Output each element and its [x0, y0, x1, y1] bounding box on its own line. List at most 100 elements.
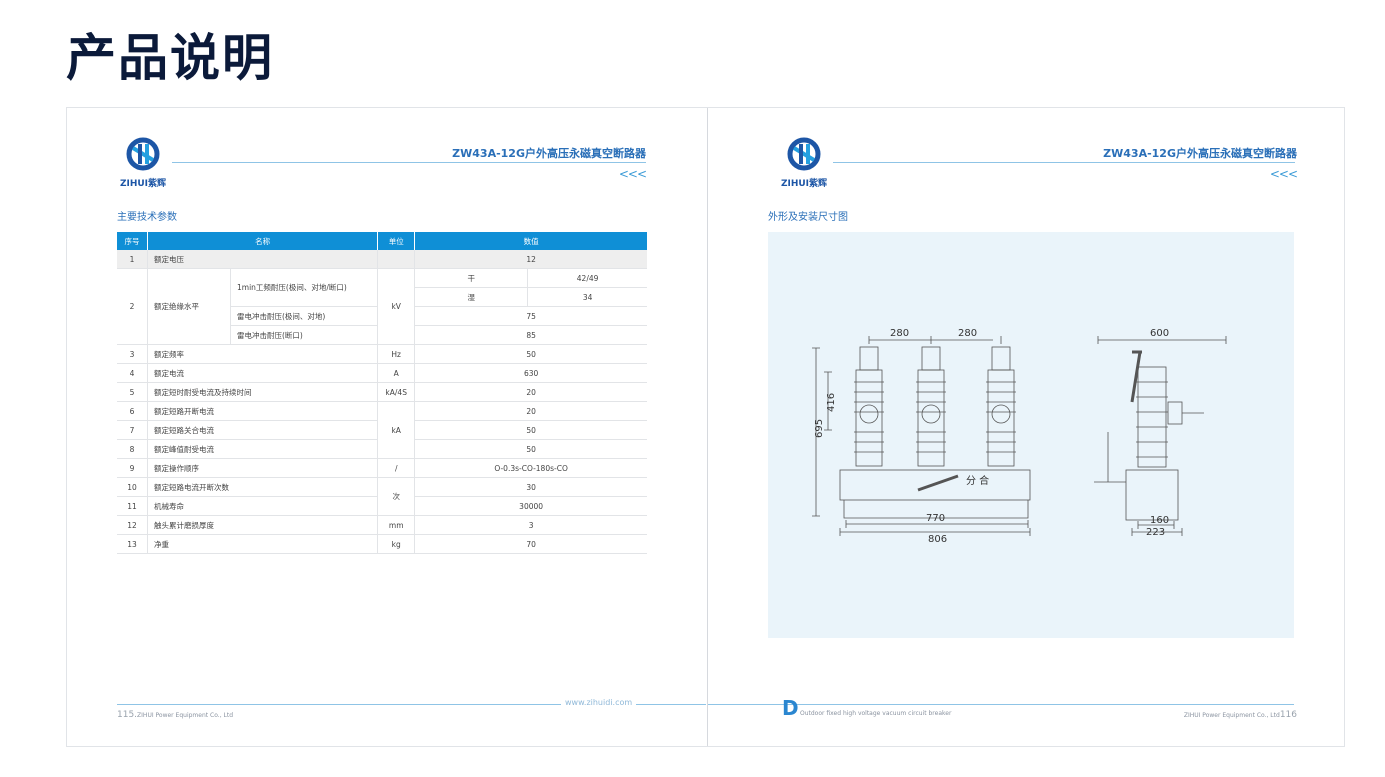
cell-no: 9 [117, 458, 148, 478]
table-row: 6 额定短路开断电流 kA 20 [117, 401, 647, 459]
brand-logo-icon [787, 137, 821, 171]
cell-unit: mm [377, 515, 416, 535]
cell-value: 30 [414, 477, 647, 497]
cell-unit: kA/4S [377, 382, 416, 402]
cell-no: 1 [117, 250, 148, 269]
cell-value: 34 [527, 287, 647, 307]
table-header: 数值 [414, 232, 647, 250]
table-header: 序号 [117, 232, 148, 250]
cell-name: 额定电压 [147, 250, 379, 269]
cell-label: 干 [414, 268, 529, 288]
breaker-drawing-svg: 280 280 600 416 695 770 806 160 223 分 合 [812, 328, 1227, 545]
cell-subname: 雷电冲击耐压(极间、对地) [230, 306, 379, 326]
operating-handle [917, 474, 959, 492]
header-divider [833, 162, 1295, 163]
header-divider [172, 162, 646, 163]
cell-no: 4 [117, 363, 148, 383]
table-row: 2 额定绝缘水平 1min工频耐压(极间、对地/断口) kV 干 42/49 [117, 268, 647, 345]
cell-name: 额定短路开断电流 [147, 401, 379, 421]
table-row: 雷电冲击耐压(极间、对地) 75 [117, 306, 647, 326]
cell-name: 额定电流 [147, 363, 379, 383]
dim-label: 280 [890, 328, 909, 339]
footer-left: 115.ZIHUI Power Equipment Co., Ltd [117, 710, 233, 720]
cell-value: 30000 [414, 496, 647, 516]
cell-name: 额定操作顺序 [147, 458, 379, 478]
page-fold [707, 108, 708, 746]
cell-no: 11 [117, 496, 148, 516]
cell-value: 85 [414, 325, 647, 345]
section-title-spec: 主要技术参数 [117, 212, 177, 223]
cell-no: 6 [117, 401, 148, 421]
dim-label: 416 [826, 393, 837, 412]
cell-no: 13 [117, 534, 148, 554]
brand-logo-icon [126, 137, 160, 171]
cell-value: 50 [414, 344, 647, 364]
cell-name: 净重 [147, 534, 379, 554]
table-row: 5 额定短时耐受电流及持续时间 kA/4S 20 [117, 382, 647, 402]
dim-label: 695 [814, 419, 825, 438]
left-page: ZIHUI紫辉 ZW43A-12G户外高压永磁真空断路器 <<< 主要技术参数 … [67, 108, 706, 746]
cell-no: 8 [117, 439, 148, 459]
table-row: 雷电冲击耐压(断口) 85 [117, 325, 647, 345]
cell-no: 3 [117, 344, 148, 364]
table-header: 名称 [147, 232, 379, 250]
pole-right [986, 346, 1016, 467]
cell-value: 70 [414, 534, 647, 554]
cell-unit [377, 250, 416, 269]
cell-no: 7 [117, 420, 148, 440]
cell-name: 额定绝缘水平 [147, 268, 231, 345]
table-row: 1 额定电压 12 [117, 250, 647, 269]
brand-logo-text: ZIHUI紫辉 [119, 179, 167, 189]
brand-logo: ZIHUI紫辉 [113, 136, 173, 192]
cell-value: 75 [414, 306, 647, 326]
side-view [1094, 350, 1204, 521]
footer-company: ZIHUI Power Equipment Co., Ltd [137, 712, 234, 719]
cell-subname: 1min工频耐压(极间、对地/断口) [230, 268, 379, 307]
cell-no: 10 [117, 477, 148, 497]
table-row: 11 机械寿命 30000 [117, 496, 647, 516]
chevron-icon: <<< [1269, 167, 1298, 181]
footer-divider [117, 704, 706, 705]
table-header-row: 序号 名称 单位 数值 [117, 232, 647, 250]
dim-label: 223 [1146, 527, 1165, 538]
doc-title: ZW43A-12G户外高压永磁真空断路器 [1103, 147, 1297, 160]
cell-subname: 雷电冲击耐压(断口) [230, 325, 379, 345]
cell-no: 5 [117, 382, 148, 402]
cell-name: 额定短时耐受电流及持续时间 [147, 382, 379, 402]
footer-company: ZIHUI Power Equipment Co., Ltd [1183, 712, 1280, 719]
cell-value: 12 [414, 250, 647, 269]
cell-label: 湿 [414, 287, 529, 307]
page-title: 产品说明 [66, 29, 274, 87]
page-number: 116 [1279, 710, 1297, 720]
dim-label: 280 [958, 328, 977, 339]
section-title-dimensions: 外形及安装尺寸图 [768, 212, 848, 223]
dim-label: 600 [1150, 328, 1169, 339]
cell-unit: kV [377, 268, 416, 345]
page-number: 115. [117, 710, 138, 720]
cell-name: 额定短路电流开断次数 [147, 477, 379, 497]
table-row: 9 额定操作顺序 / O-0.3s-CO-180s-CO [117, 458, 647, 478]
table-row: 4 额定电流 A 630 [117, 363, 647, 383]
cell-value: 20 [414, 382, 647, 402]
cell-value: 20 [414, 401, 647, 421]
breaker-base [839, 469, 1031, 501]
cell-name: 额定频率 [147, 344, 379, 364]
footer-url: www.zihuidi.com [561, 698, 637, 707]
cell-value: 630 [414, 363, 647, 383]
breaker-frame [843, 500, 1029, 519]
footer-right: ZIHUI Power Equipment Co., Ltd116 [1184, 710, 1297, 720]
footer-letter: D [782, 696, 799, 720]
cell-unit: 次 [377, 477, 416, 516]
brand-logo-text: ZIHUI紫辉 [780, 179, 828, 189]
table-row: 10 额定短路电流开断次数 次 30 [117, 477, 647, 516]
right-page: ZIHUI紫辉 ZW43A-12G户外高压永磁真空断路器 <<< 外形及安装尺寸… [708, 108, 1347, 746]
panel-label: 分 合 [966, 474, 989, 487]
cell-unit: Hz [377, 344, 416, 364]
pole-left [854, 346, 884, 467]
table-row: 7 额定短路关合电流 50 [117, 420, 647, 440]
table-row: 3 额定频率 Hz 50 [117, 344, 647, 364]
cell-value: 50 [414, 439, 647, 459]
cell-unit: / [377, 458, 416, 478]
cell-name: 触头累计磨损厚度 [147, 515, 379, 535]
cell-unit: A [377, 363, 416, 383]
